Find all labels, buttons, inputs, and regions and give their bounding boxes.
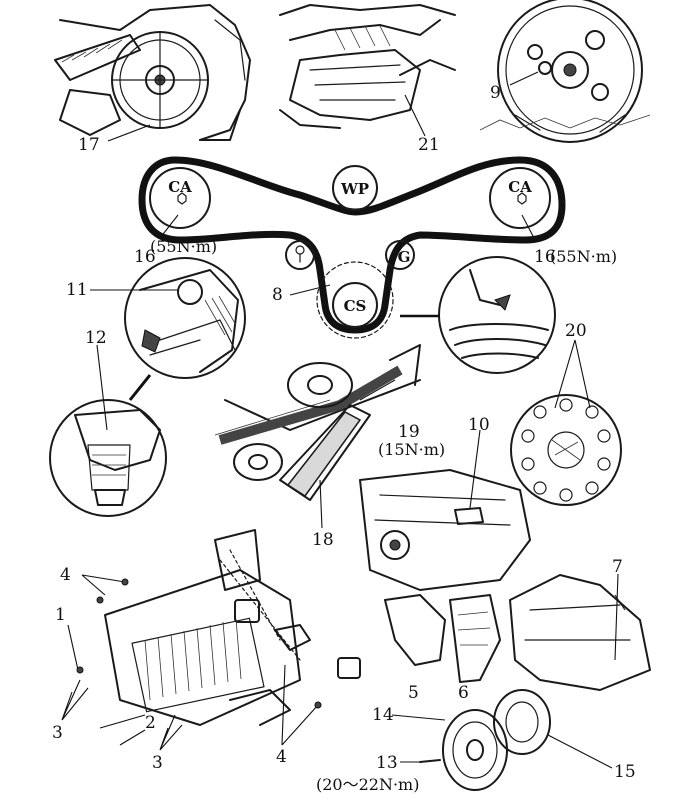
- tensioner-pulley: [285, 240, 315, 270]
- crank-mark-magnified-detail: [400, 256, 556, 374]
- wp-pulley: [332, 165, 378, 211]
- label-ca-left: CA: [168, 178, 192, 196]
- callout-5: 5: [408, 683, 419, 703]
- callout-17: 17: [78, 135, 100, 155]
- torque-16-right: (55N·m): [550, 247, 617, 266]
- torque-13: (20～22N·m): [316, 775, 419, 794]
- belt-installation-detail: [214, 344, 421, 529]
- callout-21: 21: [418, 135, 440, 155]
- callout-15: 15: [614, 762, 636, 782]
- ca-right-bolt-icon: [517, 192, 527, 205]
- belt-schematic: [138, 156, 566, 339]
- tensioner-magnified-detail: [49, 257, 246, 517]
- torque-16-left: (55N·m): [150, 237, 217, 256]
- callout-10: 10: [468, 415, 490, 435]
- radiator-assembly-detail: [61, 529, 361, 751]
- callout-20: 20: [565, 321, 587, 341]
- callout-12: 12: [85, 328, 107, 348]
- callout-11: 11: [66, 280, 88, 300]
- callout-19: 19: [398, 422, 420, 442]
- callout-4-bottom: 4: [276, 747, 287, 767]
- callout-4-top: 4: [60, 565, 71, 585]
- label-cs: CS: [344, 297, 367, 315]
- callout-6: 6: [458, 683, 469, 703]
- callout-16-left: 16: [134, 247, 156, 267]
- torque-19: (15N·m): [378, 440, 445, 459]
- ca-left-bolt-icon: [177, 192, 187, 205]
- covers-and-pulleys-detail: [384, 573, 651, 791]
- callout-7: 7: [612, 557, 623, 577]
- callout-1: 1: [55, 605, 66, 625]
- top-left-camshaft-detail: [54, 4, 251, 142]
- callout-8: 8: [272, 285, 283, 305]
- callout-3-bottom: 3: [152, 753, 163, 773]
- ca-left-pulley: [149, 167, 211, 229]
- cs-pulley: [332, 282, 378, 328]
- callout-18: 18: [312, 530, 334, 550]
- g-idler-pulley: [385, 240, 415, 270]
- label-ca-right: CA: [508, 178, 532, 196]
- ca-right-pulley: [489, 167, 551, 229]
- callout-2: 2: [145, 713, 156, 733]
- bolt-and-plate-detail: [359, 339, 622, 591]
- callout-16-right: 16: [534, 247, 556, 267]
- label-wp: WP: [340, 180, 369, 198]
- labels-layer: CA CA WP CS G (55N·m) (55N·m) (15N·m) (2…: [52, 83, 636, 794]
- top-middle-engine-detail: [279, 4, 456, 137]
- callout-9: 9: [490, 83, 501, 103]
- callout-13: 13: [376, 753, 398, 773]
- top-right-sprocket-detail: [479, 0, 651, 143]
- callout-14: 14: [372, 705, 394, 725]
- label-g: G: [398, 248, 411, 266]
- callout-3-left: 3: [52, 723, 63, 743]
